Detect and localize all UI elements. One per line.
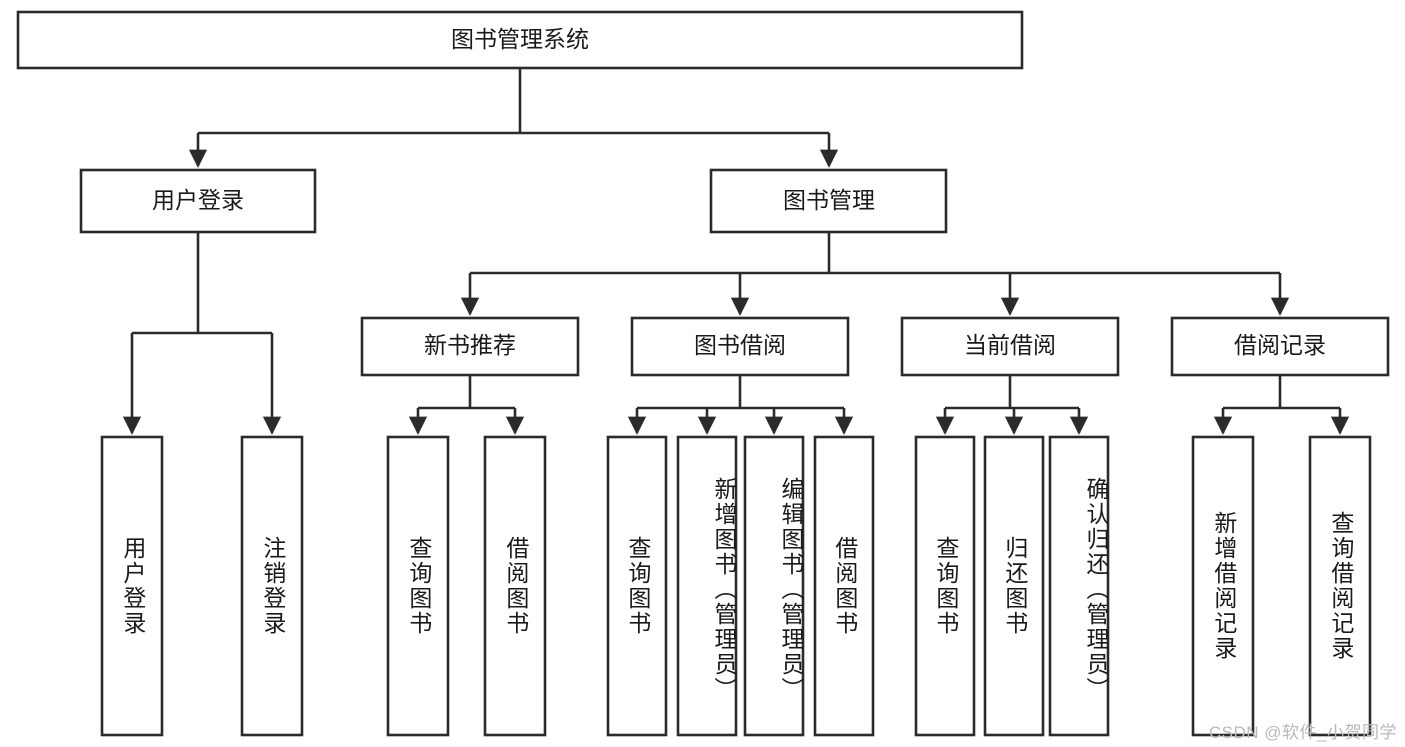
leaf-current-query-book-box[interactable] bbox=[914, 435, 976, 737]
node-borrow-record-box[interactable] bbox=[1170, 316, 1390, 377]
node-root-box[interactable] bbox=[16, 10, 1024, 70]
node-new-book-rec-box[interactable] bbox=[360, 316, 580, 377]
node-new-book-rec-label: 新书推荐 bbox=[424, 332, 516, 358]
leaf-borrow-add-book-box[interactable] bbox=[676, 435, 738, 737]
node-user-login-label: 用户登录 bbox=[152, 187, 244, 213]
watermark-text: CSDN @软件_小贺同学 bbox=[1208, 723, 1397, 742]
leaf-user-logout-box[interactable] bbox=[240, 435, 304, 737]
leaf-current-return-book-box[interactable] bbox=[983, 435, 1045, 737]
node-current-borrow-box[interactable] bbox=[900, 316, 1120, 377]
leaf-rec-borrow-book-box[interactable] bbox=[483, 435, 547, 737]
leaf-user-login-box[interactable] bbox=[100, 435, 164, 737]
node-current-borrow-label: 当前借阅 bbox=[964, 332, 1056, 358]
leaf-borrow-lend-book-box[interactable] bbox=[813, 435, 875, 737]
node-root-label: 图书管理系统 bbox=[451, 26, 589, 52]
leaf-record-add-box[interactable] bbox=[1191, 435, 1255, 737]
node-book-manage-box[interactable] bbox=[709, 168, 948, 234]
leaf-borrow-edit-book-box[interactable] bbox=[743, 435, 805, 737]
leaf-current-confirm-return-box[interactable] bbox=[1048, 435, 1110, 737]
node-book-borrow-label: 图书借阅 bbox=[694, 332, 786, 358]
leaf-rec-query-book-box[interactable] bbox=[386, 435, 450, 737]
node-book-manage-label: 图书管理 bbox=[783, 187, 875, 213]
leaf-record-query-box[interactable] bbox=[1308, 435, 1372, 737]
leaf-borrow-query-book-box[interactable] bbox=[606, 435, 668, 737]
node-borrow-record-label: 借阅记录 bbox=[1234, 332, 1326, 358]
node-book-borrow-box[interactable] bbox=[630, 316, 850, 377]
